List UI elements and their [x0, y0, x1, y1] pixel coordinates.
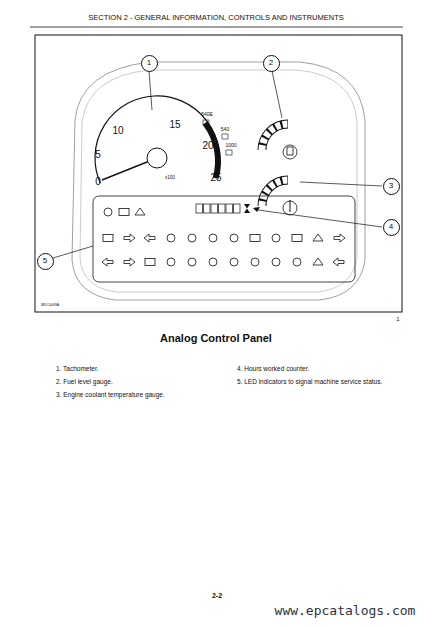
callout-number: 2 — [269, 59, 273, 67]
label-text: 2-2 — [212, 592, 222, 599]
label-text: 25 — [210, 173, 221, 183]
legend-item: 1. Tachometer. — [56, 366, 99, 373]
label-text: 540 — [221, 127, 229, 132]
callout-circle: 5 — [37, 253, 54, 270]
label-text: MDC0049A — [41, 304, 59, 308]
legend-item: 2. Fuel level gauge. — [56, 379, 113, 386]
label-text: 0 — [95, 177, 101, 187]
label-text: www.epcatalogs.com — [275, 604, 416, 617]
callout-number: 1 — [147, 59, 151, 67]
figure-title: Analog Control Panel — [160, 333, 272, 344]
callout-number: 5 — [43, 257, 47, 265]
label-text: 1 — [396, 316, 399, 322]
label-text: 1000 — [225, 143, 236, 148]
section-header: SECTION 2 - GENERAL INFORMATION, CONTROL… — [88, 14, 343, 22]
callout-number: 3 — [389, 182, 393, 190]
callout-circle: 1 — [141, 55, 158, 72]
label-text: 15 — [169, 120, 180, 130]
label-text: x100 — [165, 176, 175, 181]
label-text: 540E — [201, 112, 213, 117]
label-text: 10 — [112, 126, 123, 136]
callout-circle: 2 — [263, 55, 280, 72]
legend-item: 3. Engine coolant temperature gauge. — [56, 392, 165, 399]
callout-circle: 4 — [383, 219, 400, 236]
label-text: 5 — [95, 150, 101, 160]
legend-item: 5. LED indicators to signal machine serv… — [237, 379, 382, 386]
legend-item: 4. Hours worked counter. — [237, 366, 309, 373]
callout-number: 4 — [389, 223, 393, 231]
callout-circle: 3 — [383, 178, 400, 195]
label-text: 20 — [202, 141, 213, 151]
